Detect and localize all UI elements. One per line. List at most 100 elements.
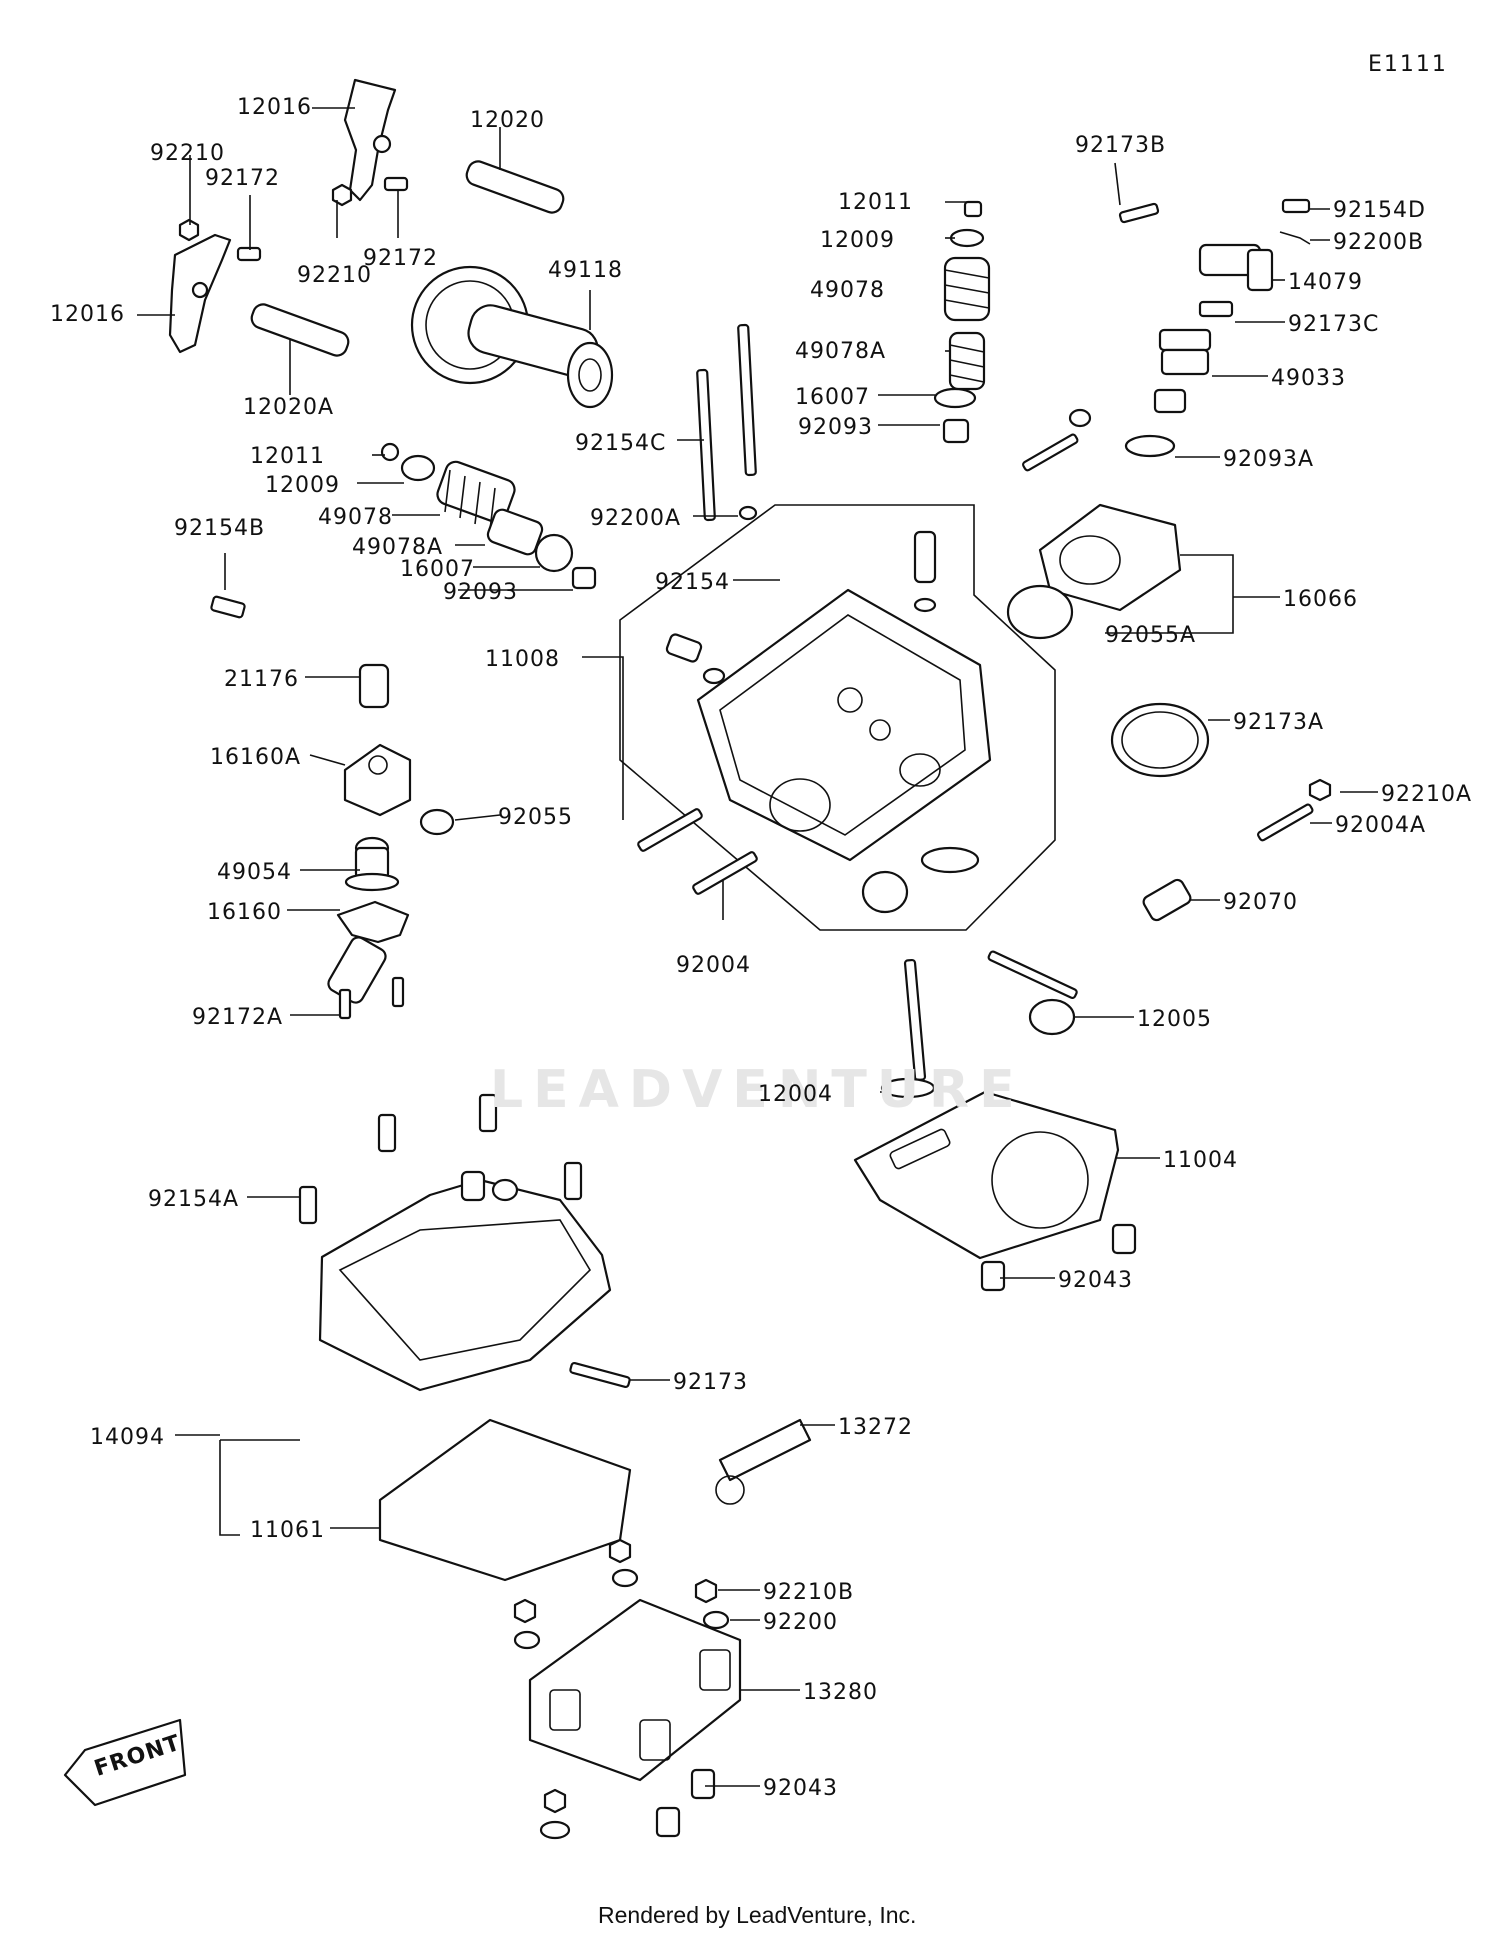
spring-retainer-left [400,454,436,482]
adjust-screw-left [236,246,262,262]
thermostat [344,836,400,892]
o-ring-92055 [419,808,455,836]
part-label[interactable]: 92173B [1075,133,1167,158]
part-label[interactable]: 49078A [352,535,444,560]
part-label[interactable]: 92154A [148,1187,240,1212]
part-label[interactable]: 12011 [838,190,913,215]
stud-92004a [1257,803,1314,842]
part-label[interactable]: 12011 [250,444,325,469]
front-arrow [63,1718,187,1807]
stud-92004-2 [692,851,758,895]
part-label[interactable]: 92210A [1381,782,1473,807]
bolt-92154d [1281,198,1311,214]
part-label[interactable]: 92210 [150,141,225,166]
nut-92210b [694,1578,718,1604]
part-label[interactable]: 49033 [1271,366,1346,391]
part-label[interactable]: 92154B [174,516,266,541]
part-label[interactable]: 92093 [443,580,518,605]
part-label[interactable]: 13272 [838,1415,913,1440]
part-label[interactable]: 12009 [265,473,340,498]
rocker-shaft-left [250,303,350,357]
valve-cotter-left [380,442,400,462]
part-label[interactable]: 12020A [243,395,335,420]
temp-sender [358,663,390,709]
part-label[interactable]: 12020 [470,108,545,133]
part-label[interactable]: 14079 [1288,270,1363,295]
housing-bolt-1 [338,988,352,1020]
part-label[interactable]: 92172 [363,246,438,271]
valve-spring-outer-right [943,256,991,322]
head-stud-2 [737,323,757,477]
stud-washer [738,505,758,521]
part-label[interactable]: 16160A [210,745,302,770]
valve-spring-inner-left [486,508,544,556]
part-label[interactable]: 12016 [237,95,312,120]
part-label[interactable]: 92210B [763,1580,855,1605]
part-label[interactable]: 92200A [590,506,682,531]
part-label[interactable]: 92070 [1223,890,1298,915]
nut-92210a [1308,778,1332,802]
part-label[interactable]: 92200 [763,1610,838,1635]
part-label[interactable]: 16007 [795,385,870,410]
clip-92173c [1198,300,1234,318]
part-label[interactable]: 92004A [1335,813,1427,838]
part-label[interactable]: 16007 [400,557,475,582]
part-label[interactable]: 92093A [1223,447,1315,472]
part-label[interactable]: 12016 [50,302,125,327]
part-label[interactable]: 49078A [795,339,887,364]
part-label[interactable]: 49078 [810,278,885,303]
guide-ring-left [702,667,726,685]
part-label[interactable]: 11008 [485,647,560,672]
part-label[interactable]: 92055A [1105,623,1197,648]
camshaft [410,265,614,409]
part-label[interactable]: 49078 [318,505,393,530]
part-label[interactable]: 21176 [224,667,299,692]
part-label[interactable]: 92004 [676,953,751,978]
valve-seal-insert-1 [920,846,980,874]
part-label[interactable]: 92043 [1058,1268,1133,1293]
rocker-arm-left [168,233,232,354]
part-label[interactable]: 92173A [1233,710,1325,735]
valve-guide-left [665,633,703,663]
washer-92200 [702,1610,730,1630]
part-label[interactable]: 13280 [803,1680,878,1705]
part-label[interactable]: 92154D [1333,198,1426,223]
cover-bolt-2 [478,1093,498,1133]
hose-clamp [1110,702,1210,778]
part-label[interactable]: 49054 [217,860,292,885]
part-label[interactable]: 92172 [205,166,280,191]
part-label[interactable]: 92043 [763,1776,838,1801]
rocker-arm-upper [343,78,397,202]
part-label[interactable]: 12005 [1137,1007,1212,1032]
part-label[interactable]: 92173 [673,1370,748,1395]
diagram-code: E1111 [1368,52,1448,77]
nut-throttle [1068,408,1092,428]
coolant-sensor [1142,878,1192,922]
part-label[interactable]: 92093 [798,415,873,440]
part-label[interactable]: 92210 [297,263,372,288]
part-label[interactable]: 11004 [1163,1148,1238,1173]
holder-nut-2 [513,1598,537,1624]
part-label[interactable]: 92055 [498,805,573,830]
part-label[interactable]: 49118 [548,258,623,283]
flange-bolt-92154b [210,595,246,619]
part-label[interactable]: 92154C [575,431,667,456]
part-label[interactable]: 92172A [192,1005,284,1030]
valve-spring-inner-right [948,331,986,391]
part-label[interactable]: 92154 [655,570,730,595]
leader-lines [137,107,1378,1787]
part-label[interactable]: 12004 [758,1082,833,1107]
part-label[interactable]: 92200B [1333,230,1425,255]
stud-92004-1 [637,808,703,852]
housing-bolt-2 [391,976,405,1008]
part-label[interactable]: 11061 [250,1518,325,1543]
valve-seal-right [942,418,970,444]
part-label[interactable]: 92173C [1288,312,1380,337]
holder-nut-1 [608,1538,632,1564]
part-label[interactable]: 12009 [820,228,895,253]
part-label[interactable]: 16160 [207,900,282,925]
part-label[interactable]: 14094 [90,1425,165,1450]
cover-gasket [378,1418,632,1582]
part-label[interactable]: 16066 [1283,587,1358,612]
